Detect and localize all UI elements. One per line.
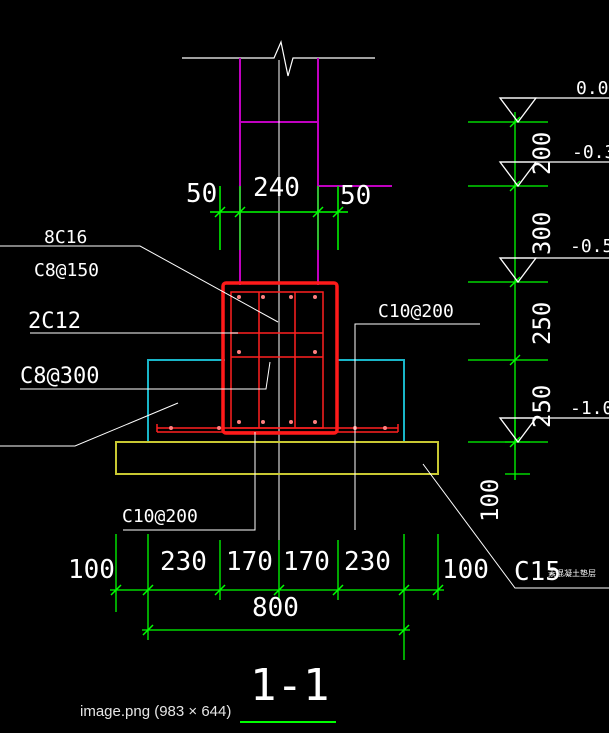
dim-right-offset: 50 xyxy=(340,181,371,211)
dim-bottom-1: 230 xyxy=(160,547,207,577)
label-stirrup-main: C8@150 xyxy=(34,260,99,281)
wall-dimension: 50 240 50 xyxy=(186,173,371,250)
dim-bottom-2: 170 xyxy=(226,547,273,577)
section-label: 1-1 xyxy=(250,660,329,711)
cushion-layer xyxy=(115,441,439,475)
label-cushion: C15 xyxy=(514,557,561,587)
wall-break-line xyxy=(182,40,375,77)
elevation-triangles xyxy=(498,97,609,444)
label-bottom-bars: C10@200 xyxy=(122,506,198,527)
dim-total-width: 800 xyxy=(252,593,299,623)
vdim-2: 250 xyxy=(528,302,556,345)
rebar-dots xyxy=(169,295,387,430)
dim-bottom-4: 230 xyxy=(344,547,391,577)
dim-bottom-0: 100 xyxy=(68,555,115,585)
dim-left-offset: 50 xyxy=(186,179,217,209)
vdim-1: 300 xyxy=(528,212,556,255)
vdim-3: 250 xyxy=(528,385,556,428)
dim-cushion-thickness: 100 xyxy=(476,479,504,522)
highlight-box xyxy=(221,281,339,435)
label-top-bars: C10@200 xyxy=(378,301,454,322)
leader-lines xyxy=(0,245,609,589)
elevation-0: 0.00 xyxy=(576,78,609,99)
elevation-1: -0.3 xyxy=(572,142,609,163)
dim-bottom-3: 170 xyxy=(283,547,330,577)
bottom-extension-lines xyxy=(110,534,444,660)
bottom-ticks xyxy=(110,584,444,636)
label-cushion-extra: 素混凝土垫层 xyxy=(548,568,596,578)
elevation-2: -0.5 xyxy=(570,236,609,257)
label-waist-bars: 2C12 xyxy=(28,309,81,334)
elevation-dim-line xyxy=(468,112,548,450)
dim-wall: 240 xyxy=(253,173,300,203)
image-caption: image.png (983 × 644) xyxy=(80,703,232,720)
vdim-0: 200 xyxy=(528,132,556,175)
dim-bottom-5: 100 xyxy=(442,555,489,585)
foundation-beam-outline xyxy=(147,359,405,442)
elevation-3: -1.00 xyxy=(570,398,609,419)
label-main-bars: 8C16 xyxy=(44,227,87,248)
label-stirrup-secondary: C8@300 xyxy=(20,364,99,389)
